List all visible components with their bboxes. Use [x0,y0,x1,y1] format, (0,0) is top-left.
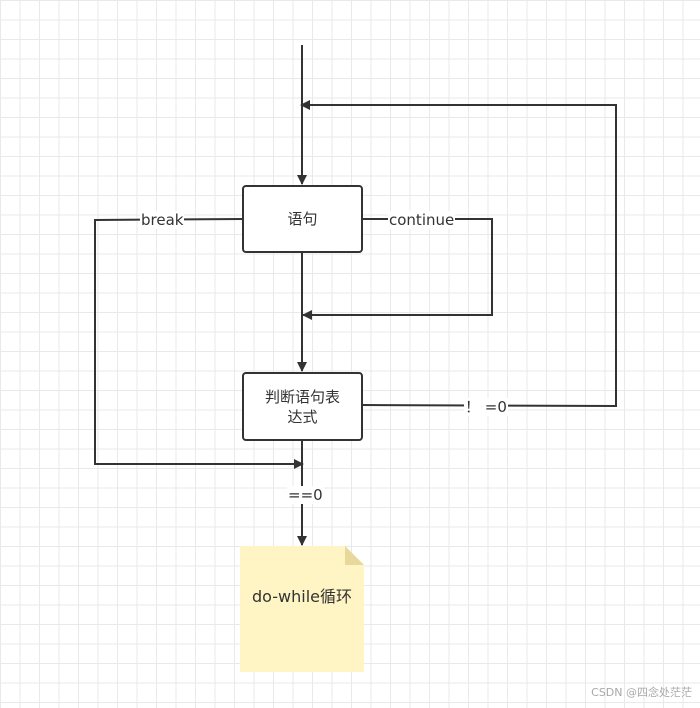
not-zero-label: ！ =0 [464,398,508,416]
continue-label: continue [388,211,456,229]
condition-node-label: 判断语句表达式 [264,387,340,426]
note-shape [240,546,364,672]
statement-node-label: 语句 [287,210,318,228]
not-zero-loop-line [300,100,617,408]
watermark: CSDN @四念处茫茫 [591,686,692,699]
equals-zero-label: ==0 [287,486,324,504]
break-label: break [140,211,185,229]
condition-node: 判断语句表达式 [242,372,363,441]
note-fold [345,546,364,565]
statement-node: 语句 [242,185,363,253]
note-label: do-while循环 [252,587,352,606]
